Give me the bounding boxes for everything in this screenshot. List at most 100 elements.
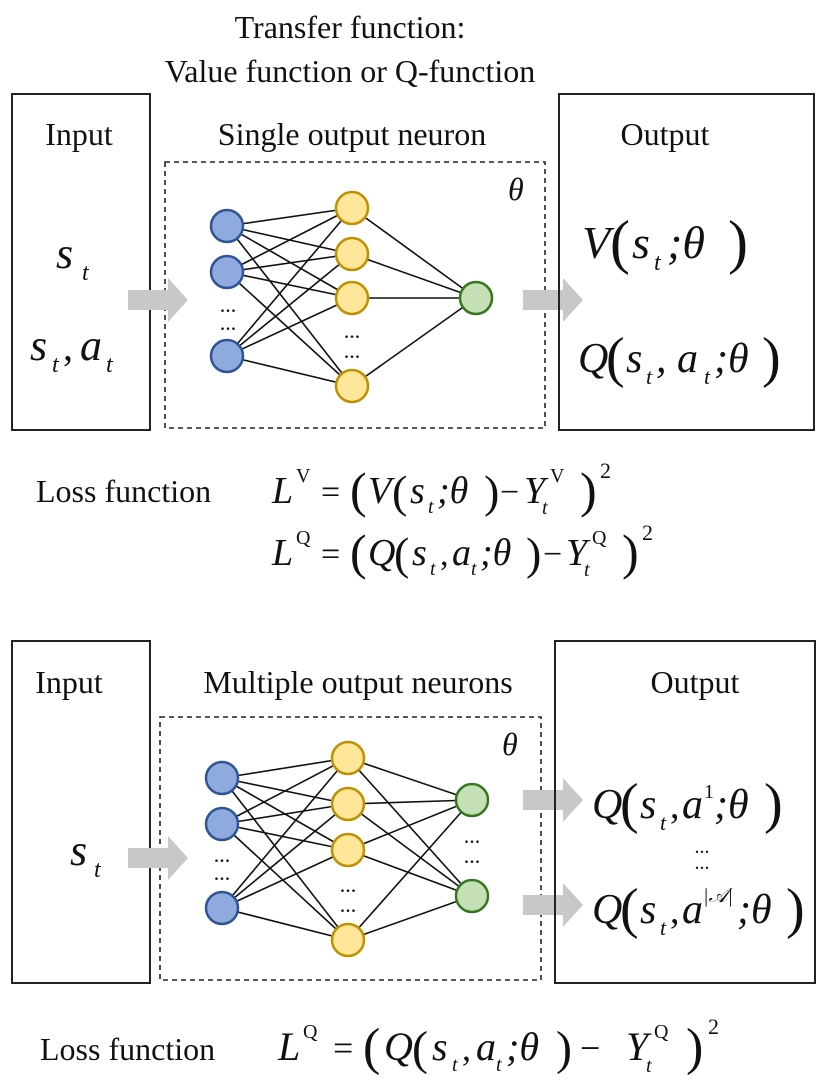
q1-sup: 1 (704, 781, 714, 803)
q1-sub: t (660, 810, 667, 835)
paren-open: ( (363, 1019, 380, 1076)
bottom-input-st-base: s (70, 826, 87, 875)
qA-a: a (682, 887, 703, 933)
top-edge (351, 207, 477, 299)
header-line-2: Value function or Q-function (165, 53, 536, 89)
bottom-edges (221, 757, 473, 941)
bottom-input-st: s t (70, 826, 102, 883)
top-network (209, 190, 494, 404)
bloss-a: a (476, 1024, 496, 1069)
paren-open: ( (610, 209, 630, 275)
bloss-fn: Q (384, 1024, 413, 1069)
bottom-input-ellipsis-1: ... (214, 842, 231, 867)
bottom-input-ellipsis-2: ... (214, 860, 231, 885)
top-edge (226, 225, 353, 299)
bottom-input-label: Input (35, 664, 103, 700)
top-output-q: Q ( s t , a t ;θ ) (578, 327, 781, 389)
paren-open: ( (394, 528, 409, 579)
q1-a: a (682, 782, 703, 828)
top-loss-q: L Q = ( Q ( s t , a t ;θ ) − Y t Q ) 2 (271, 520, 653, 581)
top-edge (226, 207, 353, 357)
top-input-a-sub: t (106, 352, 114, 378)
loss-v-minus: − (500, 474, 519, 511)
paren-close: ) (556, 1022, 572, 1075)
loss-v-ysup: V (550, 465, 565, 487)
loss-q-ysub: t (584, 559, 590, 581)
bottom-edge (347, 757, 473, 801)
qA-sup: |𝒜| (703, 885, 733, 907)
q1-s: s (640, 782, 656, 828)
top-input-comma: , (63, 324, 73, 369)
bottom-loss-q: L Q = ( Q ( s t , a t ;θ ) − Y t Q ) 2 (277, 1014, 719, 1077)
top-output-v-rest: ;θ (667, 217, 705, 268)
qA-s: s (640, 887, 656, 933)
bottom-output-ellipsis-1: ... (464, 823, 481, 848)
bottom-edge (221, 823, 349, 941)
top-edge (226, 207, 353, 273)
bloss-ysup: Q (654, 1021, 669, 1043)
bottom-input-st-sub: t (94, 857, 102, 883)
bloss-sup: Q (303, 1021, 318, 1043)
bloss-asub: t (496, 1054, 502, 1076)
top-output-q-rest: ;θ (714, 336, 749, 382)
top-output-v-sub: t (654, 250, 662, 276)
q1-fn: Q (592, 782, 622, 828)
top-input-st-at: s t , a t (30, 321, 114, 378)
bottom-output-label: Output (651, 664, 740, 700)
top-input-st-sub: t (82, 260, 90, 286)
bottom-edge (347, 799, 473, 805)
top-output-q-fn: Q (578, 336, 608, 382)
top-output-q-mid: , a (656, 336, 698, 382)
bottom-hidden-node (330, 922, 366, 958)
q1-comma: , (670, 785, 680, 827)
top-input-ellipsis-2: ... (220, 310, 237, 335)
qA-rest: ;θ (737, 887, 772, 933)
bottom-arrow-out-1 (523, 778, 583, 822)
loss-v-pow: 2 (600, 458, 611, 483)
top-output-v: V ( s t ;θ ) (582, 209, 748, 276)
paren-open: ( (350, 462, 367, 518)
paren-close: ) (728, 209, 748, 275)
bottom-edge (347, 849, 473, 897)
top-network-title: Single output neuron (218, 116, 486, 152)
loss-q-a: a (452, 532, 471, 574)
bloss-minus: − (580, 1028, 600, 1068)
top-arrow-out (523, 278, 583, 322)
top-output-label: Output (621, 116, 710, 152)
qA-sub: t (660, 915, 667, 940)
bloss-L: L (277, 1024, 300, 1069)
paren-close: ) (762, 327, 781, 389)
loss-v-eq: = (321, 474, 340, 511)
bottom-output-q1: Q ( s t , a 1 ;θ ) (592, 773, 783, 835)
loss-q-pow: 2 (642, 520, 653, 545)
bottom-edge (221, 849, 349, 909)
top-hidden-node (334, 236, 370, 272)
paren-open: ( (392, 466, 407, 517)
bloss-eq: = (333, 1028, 353, 1068)
bottom-hidden-ellipsis-1: ... (340, 872, 357, 897)
paren-open: ( (606, 327, 625, 389)
qA-comma: , (670, 890, 680, 932)
bottom-output-node (454, 782, 490, 818)
loss-v-sub: t (428, 496, 434, 518)
top-loss-label: Loss function (36, 473, 211, 509)
bottom-edge (221, 757, 349, 909)
bottom-output-qA: Q ( s t , a |𝒜| ;θ ) (592, 878, 805, 940)
loss-q-comma: , (440, 536, 449, 573)
bottom-loss-label: Loss function (40, 1031, 215, 1067)
paren-open: ( (620, 878, 639, 940)
loss-q-fn: Q (368, 532, 395, 574)
top-hidden-ellipsis-1: ... (344, 318, 361, 343)
paren-open: ( (620, 773, 639, 835)
bottom-theta: θ (502, 726, 518, 762)
top-input-node (209, 208, 245, 244)
loss-v-sup: V (296, 465, 311, 487)
top-input-node (209, 254, 245, 290)
top-theta: θ (508, 171, 524, 207)
bottom-edge (221, 803, 349, 825)
bottom-hidden-ellipsis-2: ... (340, 892, 357, 917)
bottom-output-ellipsis-2: ... (464, 843, 481, 868)
header-line-1: Transfer function: (235, 9, 466, 45)
bottom-output-ellipsis-3: ... (695, 836, 710, 858)
